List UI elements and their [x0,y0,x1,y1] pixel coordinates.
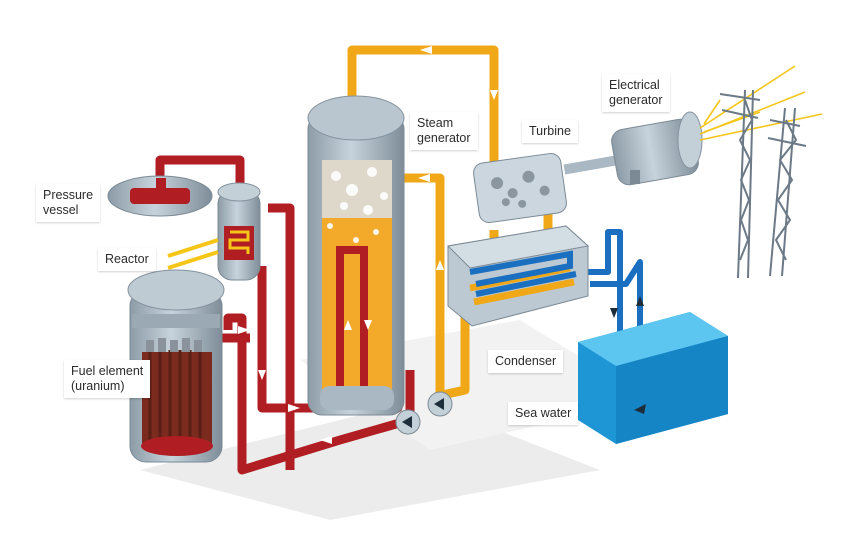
pump-icon [427,391,453,417]
label-reactor: Reactor [98,248,156,271]
label-sea-water: Sea water [508,402,579,425]
label-condenser: Condenser [488,350,564,373]
turbine [473,152,621,224]
reactor-core [127,269,225,463]
flow-arrow-icon [610,296,646,414]
pressure-vessel [107,175,213,217]
label-fuel-element: Fuel element (uranium) [64,360,151,398]
power-lines [699,65,823,141]
label-pressure-vessel: Pressure vessel [36,184,101,222]
label-turbine: Turbine [522,120,578,143]
electrical-generator [611,111,703,186]
cooling-loop-pipes [585,229,643,340]
label-electrical-generator: Electrical generator [602,74,670,112]
steam-generator [307,95,405,416]
label-steam-generator: Steam generator [410,112,478,150]
reactor-vessel-small [167,182,261,281]
transmission-tower-icon [719,89,807,279]
sea-water-tank [578,312,728,444]
condenser [446,225,590,327]
flow-arrow-icon [238,46,498,444]
pump-icon [395,409,421,435]
